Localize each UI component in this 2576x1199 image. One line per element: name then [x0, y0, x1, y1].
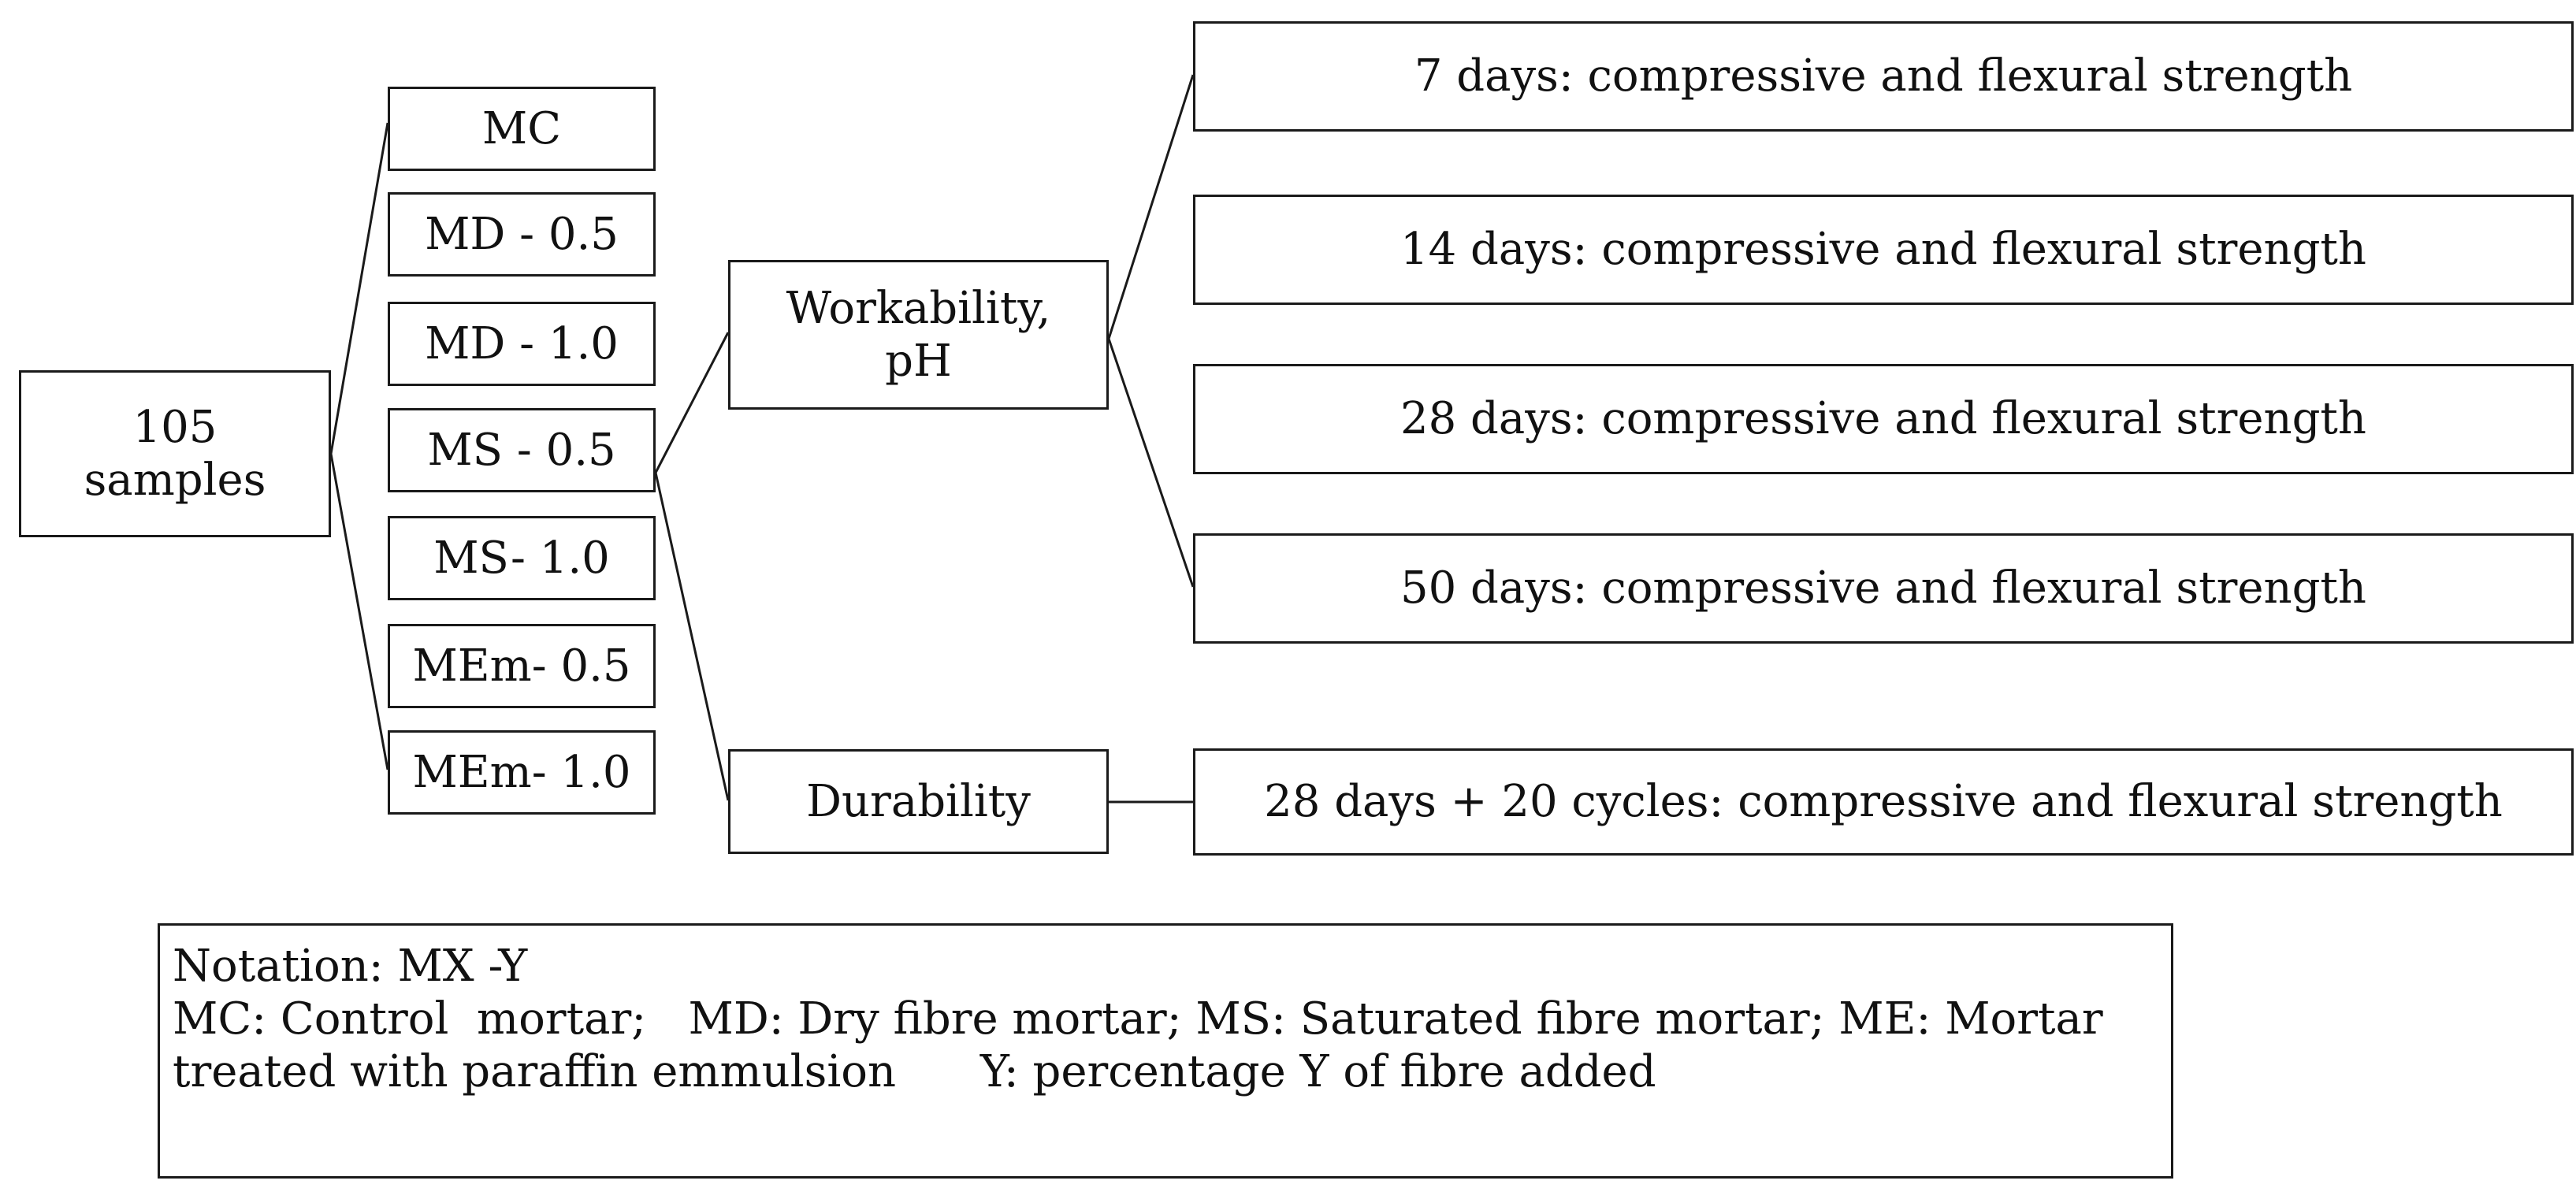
durability-cycles-box: 28 days + 20 cycles: compressive and fle…: [1193, 748, 2574, 856]
durability-cycles-label: 28 days + 20 cycles: compressive and fle…: [1264, 776, 2503, 828]
connector-workability-50d: [1107, 338, 1195, 588]
connector-root-mc: [329, 122, 389, 455]
mix-box-mem-05: MEm- 0.5: [388, 624, 656, 708]
mix-label: MS- 1.0: [433, 532, 610, 584]
mix-label: MD - 0.5: [425, 208, 619, 260]
legend-line-3: treated with paraffin emmulsion Y: perce…: [173, 1046, 1656, 1098]
connector-workability-7d: [1107, 74, 1195, 340]
strength-label: 50 days: compressive and flexural streng…: [1400, 562, 2366, 614]
root-line-1: 105: [132, 401, 217, 453]
test-line-2: pH: [885, 336, 952, 387]
strength-box-28-days: 28 days: compressive and flexural streng…: [1193, 364, 2574, 474]
connector-mix-workability: [654, 332, 730, 473]
test-line-1: Workability,: [786, 282, 1051, 334]
mix-label: MEm- 1.0: [412, 746, 631, 798]
mix-box-md-05: MD - 0.5: [388, 192, 656, 277]
test-label: Durability: [806, 775, 1031, 827]
mix-box-mem-10: MEm- 1.0: [388, 730, 656, 815]
connector-root-mem10: [329, 453, 389, 770]
root-samples-box: 105 samples: [19, 370, 331, 537]
strength-label: 28 days: compressive and flexural streng…: [1400, 393, 2366, 445]
mix-label: MC: [481, 102, 562, 154]
mix-box-md-10: MD - 1.0: [388, 302, 656, 386]
strength-box-50-days: 50 days: compressive and flexural streng…: [1193, 533, 2574, 644]
strength-box-7-days: 7 days: compressive and flexural strengt…: [1193, 21, 2574, 132]
mix-box-ms-10: MS- 1.0: [388, 516, 656, 600]
root-line-2: samples: [84, 455, 266, 506]
mix-box-ms-05: MS - 0.5: [388, 408, 656, 492]
connector-mix-durability: [654, 472, 730, 801]
notation-legend: Notation: MX -Y MC: Control mortar; MD: …: [158, 923, 2173, 1179]
mix-box-mc: MC: [388, 87, 656, 171]
strength-box-14-days: 14 days: compressive and flexural streng…: [1193, 195, 2574, 305]
test-box-workability: Workability, pH: [728, 260, 1109, 410]
mix-label: MS - 0.5: [427, 424, 616, 476]
mix-label: MD - 1.0: [425, 317, 619, 369]
strength-label: 14 days: compressive and flexural streng…: [1400, 224, 2366, 276]
strength-label: 7 days: compressive and flexural strengt…: [1414, 50, 2353, 102]
test-box-durability: Durability: [728, 749, 1109, 854]
legend-line-2: MC: Control mortar; MD: Dry fibre mortar…: [173, 993, 2103, 1045]
mix-label: MEm- 0.5: [412, 640, 631, 692]
legend-line-1: Notation: MX -Y: [173, 941, 528, 992]
